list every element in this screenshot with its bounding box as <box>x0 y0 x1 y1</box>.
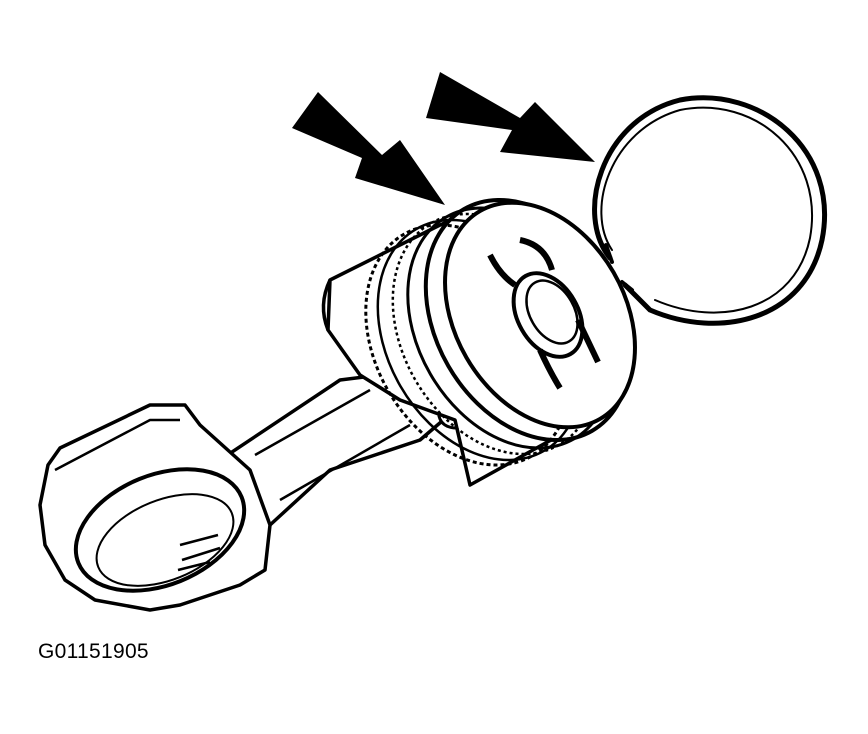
arrow-icon <box>426 72 595 162</box>
piston-crown <box>364 197 637 467</box>
piston-ring <box>592 95 827 326</box>
figure-code: G01151905 <box>38 640 149 663</box>
arrow-icon <box>292 92 445 205</box>
